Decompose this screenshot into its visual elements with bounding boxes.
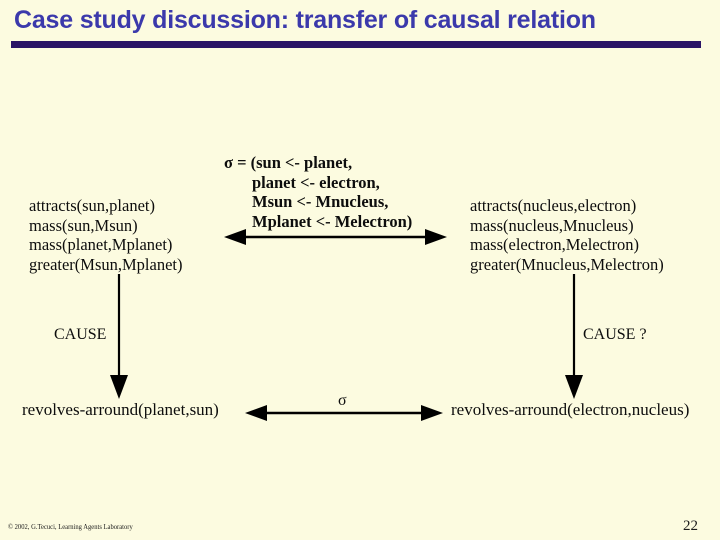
- right-premise-line: attracts(nucleus,electron): [470, 196, 637, 215]
- analogy-mapping-arrow: [224, 229, 447, 245]
- right-premise-line: mass(electron,Melectron): [470, 235, 640, 254]
- left-conclusion: revolves-arround(planet,sun): [22, 400, 219, 419]
- left-premise-line: mass(sun,Msun): [29, 215, 138, 235]
- substitution-line: Mplanet <- Melectron): [252, 211, 413, 231]
- left-premise-line: greater(Msun,Mplanet): [29, 254, 183, 274]
- substitution-line: σ = (sun <- planet,: [224, 153, 353, 172]
- right-premise-line: mass(nucleus,Mnucleus): [470, 215, 634, 235]
- right-premises-block: attracts(nucleus,electron) mass(nucleus,…: [470, 196, 664, 274]
- right-premise-line: greater(Mnucleus,Melectron): [470, 254, 664, 274]
- cause-label-right: CAUSE ?: [583, 326, 647, 343]
- page-number: 22: [683, 518, 698, 534]
- cause-arrow-left: [110, 274, 128, 399]
- cause-label-left: CAUSE: [54, 326, 107, 343]
- page-title: Case study discussion: transfer of causa…: [14, 6, 596, 34]
- right-conclusion: revolves-arround(electron,nucleus): [451, 400, 690, 419]
- left-premise-line: mass(planet,Mplanet): [29, 235, 173, 254]
- cause-arrow-right: [565, 274, 583, 399]
- substitution-line: planet <- electron,: [252, 172, 380, 192]
- title-divider: [11, 41, 701, 48]
- bottom-arrow-label: σ: [338, 392, 347, 409]
- substitution-block: σ = (sun <- planet, planet <- electron, …: [224, 153, 412, 231]
- substitution-line: Msun <- Mnucleus,: [252, 192, 389, 211]
- left-premises-block: attracts(sun,planet) mass(sun,Msun) mass…: [29, 196, 183, 274]
- footer-copyright: © 2002, G.Tecuci, Learning Agents Labora…: [8, 523, 133, 531]
- left-premise-line: attracts(sun,planet): [29, 196, 155, 215]
